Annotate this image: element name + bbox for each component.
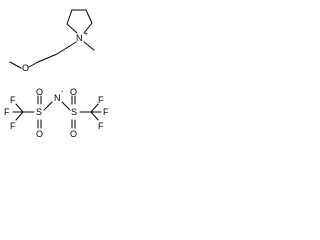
methyl-bond [83,41,95,51]
left-c-f-top-bond [15,103,24,113]
chain-bond-n-c1 [56,41,77,55]
chain-bond-c1-c2 [37,53,58,63]
ether-oxygen-label: O [22,63,29,73]
chain-bond-c2-o [28,61,39,68]
ring-bond-c2-c3 [85,9,93,24]
left-sulfur-label: S [36,107,42,117]
right-middle-fluorine-label: F [103,107,109,117]
right-c-f-bottom-bond [90,111,99,121]
cation: N + O [9,9,95,73]
right-bottom-fluorine-label: F [98,121,104,131]
left-top-fluorine-label: F [10,95,16,105]
n-right-s-bond [61,101,71,111]
right-top-fluorine-label: F [98,95,104,105]
left-top-oxygen-label: O [36,87,43,97]
left-middle-fluorine-label: F [4,107,10,117]
imide-nitrogen-label: N [54,93,61,103]
right-sulfur-label: S [71,107,77,117]
ring-nitrogen-label: N [76,33,83,43]
cation-charge-label: + [84,31,88,38]
right-bottom-oxygen-label: O [70,129,77,139]
ring-bond-c5-n [66,23,78,34]
anion: N - S S O O O O F F F F F F [4,87,109,139]
ring-bond-n-c2 [83,22,93,34]
ring-bond-c4-c5 [66,9,73,25]
chemical-structure: N + O N - S S O O O O F [4,9,109,139]
anion-charge-label: - [61,89,64,96]
left-bottom-oxygen-label: O [36,129,43,139]
right-c-f-top-bond [90,103,99,113]
right-top-oxygen-label: O [70,87,77,97]
chain-bond-o-ch3 [9,61,22,69]
left-s-n-bond [43,101,53,111]
left-bottom-fluorine-label: F [10,121,16,131]
left-c-f-bottom-bond [15,111,24,121]
